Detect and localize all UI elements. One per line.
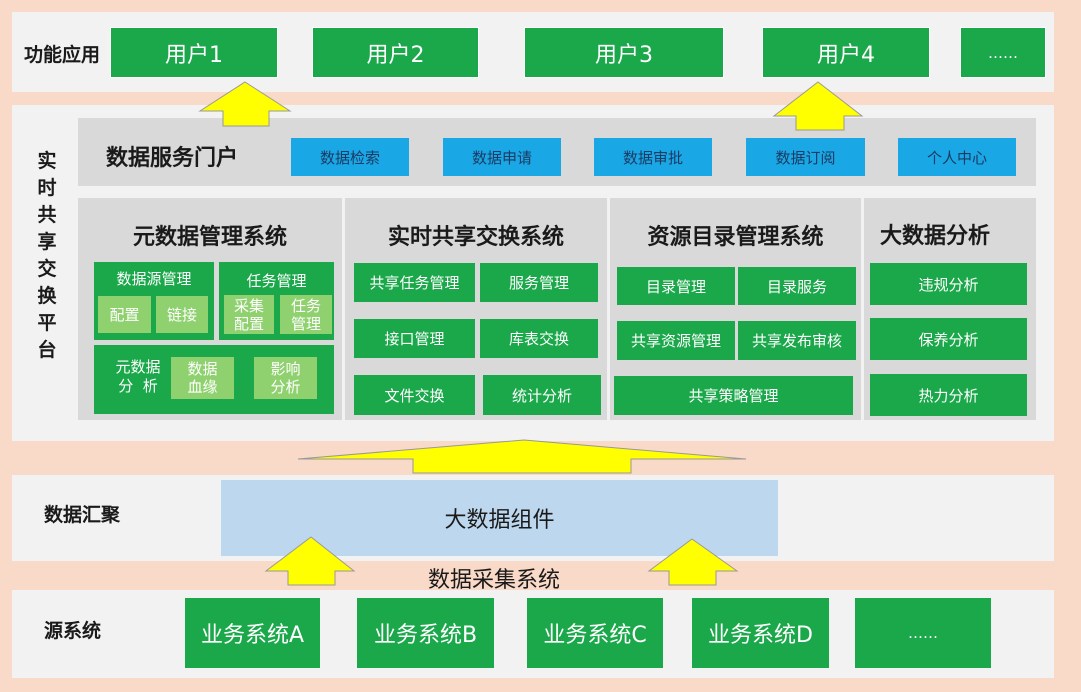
impact-analysis-box: 影响 分析: [254, 357, 317, 399]
data-lineage-box: 数据 血缘: [171, 357, 234, 399]
task-management-title: 任务管理: [246, 272, 307, 290]
portal-item-approve: 数据审批: [594, 138, 712, 176]
collection-system-label: 数据采集系统: [428, 568, 561, 593]
exchange-item-table: 库表交换: [480, 319, 598, 358]
platform-layer-label: 实时共享交换平台: [37, 150, 57, 361]
arrow-up-to-user4-icon: [772, 81, 864, 131]
source-system-d: 业务系统D: [692, 598, 829, 668]
source-system-b: 业务系统B: [357, 598, 494, 668]
source-layer-label: 源系统: [44, 620, 102, 642]
functional-layer-label: 功能应用: [24, 44, 101, 66]
bigdata-analysis-title: 大数据分析: [880, 224, 991, 249]
exchange-item-service: 服务管理: [480, 263, 598, 302]
catalog-item-publish-review: 共享发布审核: [738, 321, 856, 360]
exchange-item-statistics: 统计分析: [483, 375, 601, 415]
user-4-box: 用户4: [762, 27, 930, 78]
arrow-up-right-collection-icon: [647, 538, 739, 586]
metadata-system-title: 元数据管理系统: [132, 225, 287, 250]
user-2-box: 用户2: [312, 27, 479, 78]
collection-config-box: 采集 配置: [224, 295, 274, 334]
exchange-item-file: 文件交换: [354, 375, 475, 415]
source-system-more: ……: [855, 598, 991, 668]
analysis-item-violation: 违规分析: [870, 263, 1027, 305]
catalog-item-policy: 共享策略管理: [614, 376, 853, 415]
portal-item-apply: 数据申请: [443, 138, 561, 176]
analysis-item-heatmap: 热力分析: [870, 374, 1027, 416]
portal-title: 数据服务门户: [106, 146, 239, 171]
catalog-item-directory-service: 目录服务: [738, 267, 856, 305]
analysis-item-maintenance: 保养分析: [870, 318, 1027, 360]
arrow-up-left-collection-icon: [264, 536, 356, 586]
portal-item-subscribe: 数据订阅: [746, 138, 865, 176]
catalog-item-shared-resource: 共享资源管理: [617, 321, 735, 360]
task-admin-box: 任务 管理: [280, 295, 332, 334]
datasource-link-box: 链接: [156, 296, 208, 333]
source-system-c: 业务系统C: [527, 598, 663, 668]
datasource-management-title: 数据源管理: [116, 270, 192, 288]
exchange-system-title: 实时共享交换系统: [387, 225, 564, 250]
user-3-box: 用户3: [524, 27, 724, 78]
aggregation-layer-label: 数据汇聚: [44, 504, 121, 526]
portal-item-personal: 个人中心: [898, 138, 1016, 176]
arrow-up-to-user1-icon: [198, 81, 292, 127]
exchange-item-interface: 接口管理: [354, 319, 475, 358]
source-system-a: 业务系统A: [185, 598, 320, 668]
portal-item-search: 数据检索: [291, 138, 409, 176]
metadata-analysis-title: 元数据 分 析: [115, 358, 161, 395]
catalog-system-title: 资源目录管理系统: [647, 225, 824, 250]
arrow-up-to-platform-icon: [297, 439, 747, 474]
user-more-box: ……: [960, 27, 1046, 78]
exchange-item-shared-task: 共享任务管理: [354, 263, 475, 302]
catalog-item-directory: 目录管理: [617, 267, 735, 305]
user-1-box: 用户1: [110, 27, 278, 78]
datasource-config-box: 配置: [98, 296, 151, 333]
